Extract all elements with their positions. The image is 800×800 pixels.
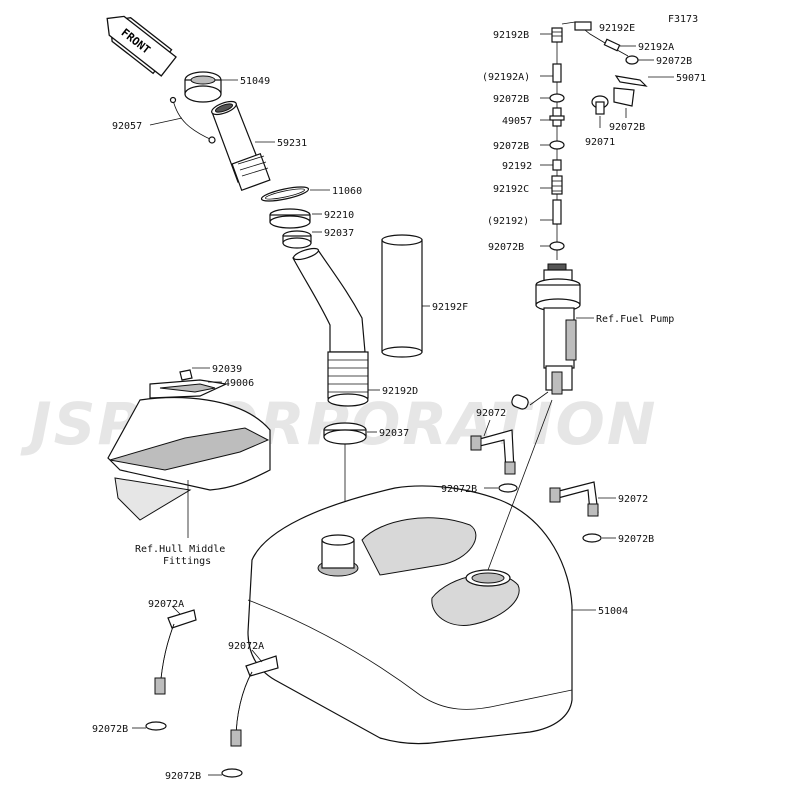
label-92192C: 92192C xyxy=(493,184,529,195)
label-92072B-r1: 92072B xyxy=(656,56,692,67)
strap-92072A-2 xyxy=(230,655,279,747)
label-92072B-bot: 92072B xyxy=(165,771,201,782)
label-92192A: 92192A xyxy=(638,42,674,53)
spring-92192B xyxy=(551,27,563,43)
label-92192A-paren: (92192A) xyxy=(482,72,530,83)
clip-92072B-c1 xyxy=(549,93,565,103)
strap-92072-left xyxy=(470,429,516,475)
label-refhull-2: Fittings xyxy=(163,556,211,567)
clamp-92037-top xyxy=(282,230,312,249)
label-92072-left: 92072 xyxy=(476,408,506,419)
label-92072B-c2: 92072B xyxy=(493,141,529,152)
spring-92192C xyxy=(551,175,563,195)
label-92210: 92210 xyxy=(324,210,354,221)
clip-92072B-bl xyxy=(145,721,167,731)
strap-92072A-1 xyxy=(154,609,197,695)
label-51004: 51004 xyxy=(598,606,628,617)
nut-92210 xyxy=(269,208,311,229)
clip-92072B-bot xyxy=(221,768,243,778)
clip-92072B-right xyxy=(582,533,602,543)
tube-92192-paren xyxy=(552,199,562,225)
label-92192-paren: (92192) xyxy=(487,216,529,227)
label-92071: 92071 xyxy=(585,137,615,148)
clamp-92037-low xyxy=(323,422,367,445)
tether-92057 xyxy=(172,99,213,141)
label-49006: 49006 xyxy=(224,378,254,389)
label-92072B-mid: 92072B xyxy=(441,484,477,495)
oring-11060 xyxy=(260,186,310,202)
label-59071: 59071 xyxy=(676,73,706,84)
label-refhull-1: Ref.Hull Middle xyxy=(135,544,225,555)
front-arrow-icon: FRONT xyxy=(106,15,177,77)
label-92057: 92057 xyxy=(112,121,142,132)
label-92072B-r2: 92072B xyxy=(609,122,645,133)
label-92039: 92039 xyxy=(212,364,242,375)
tube-92192 xyxy=(552,159,562,171)
hull-middle-fittings xyxy=(107,369,271,521)
label-92192F: 92192F xyxy=(432,302,468,313)
hose-92192D xyxy=(292,247,369,407)
label-92072B-bl: 92072B xyxy=(92,724,128,735)
foam-92192F xyxy=(381,234,423,358)
spring-92192E xyxy=(574,21,592,31)
label-92072B-c3: 92072B xyxy=(488,242,524,253)
label-92072-right: 92072 xyxy=(618,494,648,505)
label-92037-top: 92037 xyxy=(324,228,354,239)
clip-92072B-mid xyxy=(498,483,518,493)
clip-92072B-c2 xyxy=(549,140,565,150)
label-92037-low: 92037 xyxy=(379,428,409,439)
label-92192E: 92192E xyxy=(599,23,635,34)
label-92072B-c1: 92072B xyxy=(493,94,529,105)
label-92192D: 92192D xyxy=(382,386,418,397)
strap-92072-right xyxy=(549,481,599,517)
label-92072B-right: 92072B xyxy=(618,534,654,545)
clip-92072B-c3 xyxy=(549,241,565,251)
label-ref-fuel-pump: Ref.Fuel Pump xyxy=(596,314,674,325)
label-92072A-1: 92072A xyxy=(148,599,184,610)
label-92192: 92192 xyxy=(502,161,532,172)
label-92192B: 92192B xyxy=(493,30,529,41)
filler-neck-59231 xyxy=(211,100,271,192)
label-59231: 59231 xyxy=(277,138,307,149)
tube-92192A xyxy=(552,63,562,83)
fitting-92071 xyxy=(591,95,609,115)
label-51049: 51049 xyxy=(240,76,270,87)
fuel-pump xyxy=(511,263,581,410)
label-92072A-2: 92072A xyxy=(228,641,264,652)
figure-code: F3173 xyxy=(668,14,698,25)
fuel-tank-51004 xyxy=(247,485,573,745)
label-49057: 49057 xyxy=(502,116,532,127)
fuel-cap-51049 xyxy=(184,71,222,103)
fitting-49057 xyxy=(549,107,565,127)
label-11060: 11060 xyxy=(332,186,362,197)
